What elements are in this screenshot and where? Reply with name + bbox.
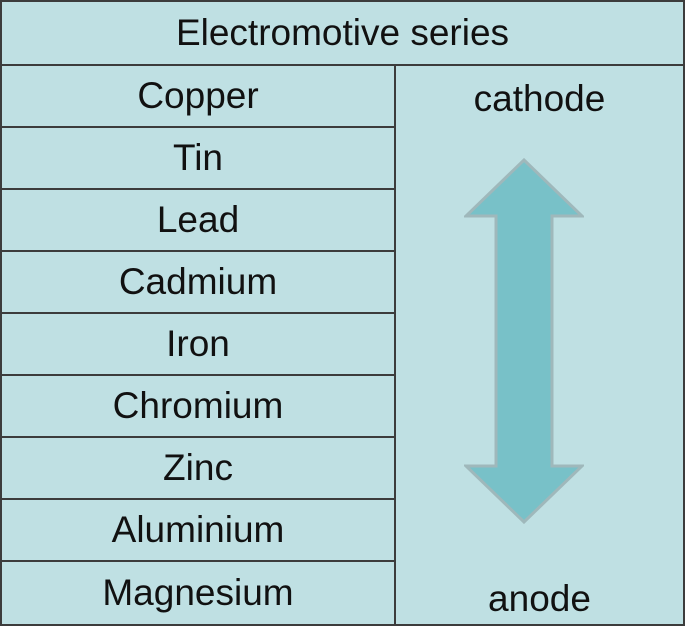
metal-cell-tin: Tin — [2, 128, 394, 190]
metal-cell-zinc: Zinc — [2, 438, 394, 500]
metal-cell-aluminium: Aluminium — [2, 500, 394, 562]
table-title: Electromotive series — [2, 2, 683, 66]
metal-cell-magnesium: Magnesium — [102, 572, 294, 613]
double-headed-vertical-arrow-icon — [464, 158, 584, 524]
polarity-column: cathode anode — [396, 66, 683, 624]
metal-cell-copper: Copper — [2, 66, 394, 128]
metal-cell-iron: Iron — [2, 314, 394, 376]
metal-cell-lead: Lead — [2, 190, 394, 252]
anode-label: anode — [488, 578, 591, 619]
metal-cell-cadmium: Cadmium — [2, 252, 394, 314]
metals-column: Copper Tin Lead Cadmium Iron Chromium Zi… — [2, 66, 396, 624]
metal-cell-chromium: Chromium — [2, 376, 394, 438]
cathode-label: cathode — [473, 78, 606, 119]
